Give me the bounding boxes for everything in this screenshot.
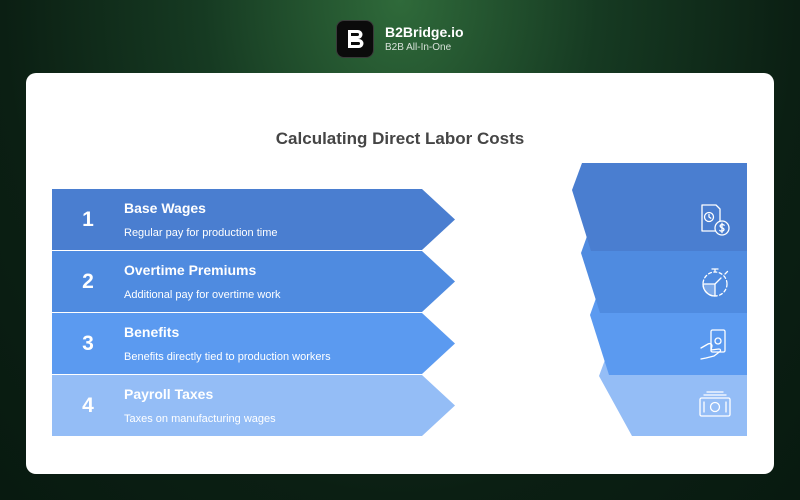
- hand-cash-icon: [700, 329, 726, 360]
- step-row-1: 1 Base Wages Regular pay for production …: [52, 189, 458, 250]
- step-description: Benefits directly tied to production wor…: [124, 351, 331, 363]
- content-card: Calculating Direct Labor Costs 1 Base Wa…: [26, 73, 774, 474]
- step-number: 4: [82, 393, 94, 417]
- step-number: 3: [82, 331, 94, 355]
- time-money-icon: [701, 204, 730, 236]
- step-description: Taxes on manufacturing wages: [124, 413, 276, 425]
- stopwatch-icon: [702, 268, 729, 297]
- funnel-graphic: [572, 163, 747, 436]
- step-2-arrow-shape: [52, 251, 455, 312]
- step-row-4: 4 Payroll Taxes Taxes on manufacturing w…: [52, 375, 458, 436]
- step-description: Regular pay for production time: [124, 227, 278, 239]
- step-row-3: 3 Benefits Benefits directly tied to pro…: [52, 313, 458, 374]
- brand-logo: [336, 20, 374, 58]
- b2bridge-logo-icon: [348, 30, 364, 48]
- step-title: Payroll Taxes: [124, 386, 214, 402]
- brand-tagline: B2B All-In-One: [385, 42, 452, 53]
- step-row-2: 2 Overtime Premiums Additional pay for o…: [52, 251, 458, 312]
- step-number: 1: [82, 207, 94, 231]
- diagram-title: Calculating Direct Labor Costs: [275, 129, 525, 148]
- step-1-arrow-shape: [52, 189, 455, 250]
- brand-name: B2Bridge.io: [385, 24, 464, 40]
- funnel-cap: [572, 163, 747, 190]
- step-description: Additional pay for overtime work: [124, 289, 281, 301]
- step-3-arrow-shape: [52, 313, 455, 374]
- step-title: Overtime Premiums: [124, 262, 257, 278]
- step-4-arrow-shape: [52, 375, 455, 436]
- brand-header: B2Bridge.io B2B All-In-One: [336, 20, 464, 58]
- cash-stack-icon: [699, 391, 731, 417]
- step-number: 2: [82, 269, 94, 293]
- step-title: Base Wages: [124, 200, 206, 216]
- step-title: Benefits: [124, 324, 180, 340]
